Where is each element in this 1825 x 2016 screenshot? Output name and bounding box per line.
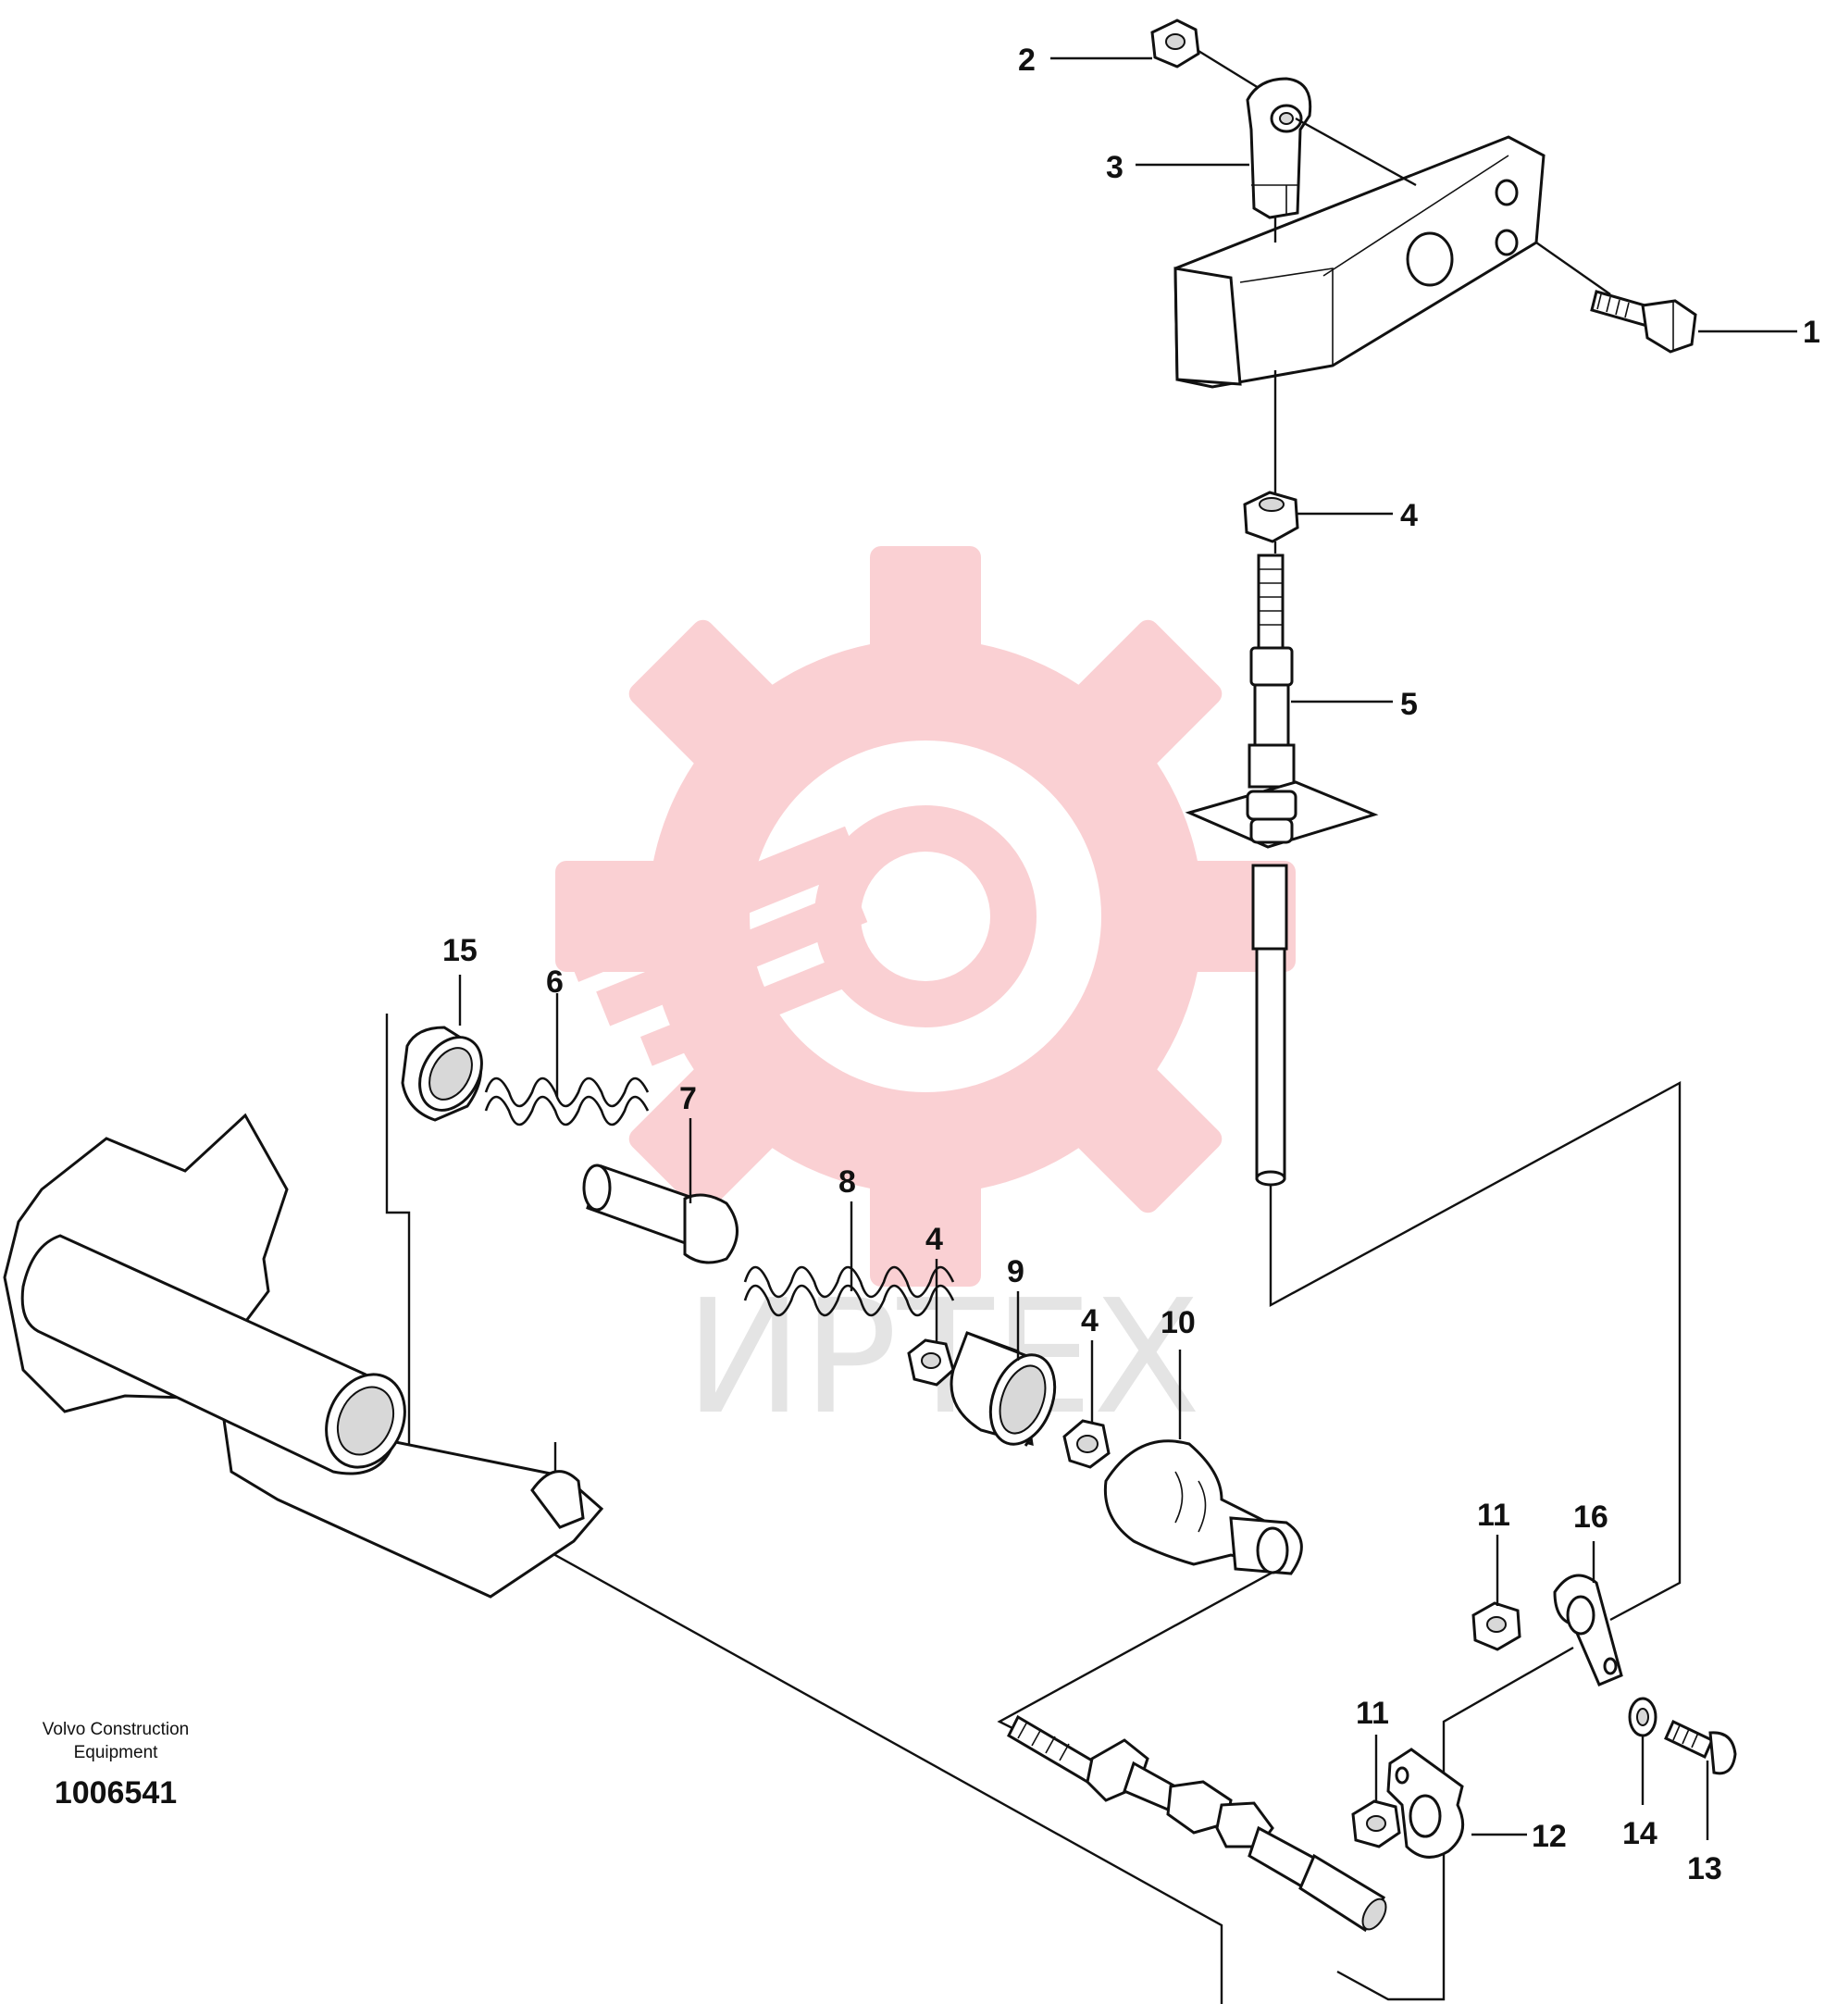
callout-9: 9 <box>1007 1254 1024 1289</box>
part-8-spring <box>743 1265 955 1317</box>
callouts: 1 2 3 4 5 15 6 7 8 4 9 4 10 11 16 11 12 … <box>442 43 1820 1886</box>
part-9-sleeve <box>950 1331 1057 1447</box>
company-name-line2: Equipment <box>73 1743 158 1762</box>
part-4-nut-upper <box>1243 491 1299 543</box>
callout-8: 8 <box>838 1164 856 1200</box>
part-2-nut <box>1150 19 1200 68</box>
callout-14: 14 <box>1622 1816 1657 1851</box>
part-11-nut-lower <box>1351 1799 1401 1848</box>
part-7-piston <box>582 1164 739 1264</box>
callout-5: 5 <box>1400 687 1418 722</box>
callout-11-lower: 11 <box>1356 1696 1389 1731</box>
callout-12: 12 <box>1532 1819 1567 1854</box>
figure-number: 1006541 <box>54 1775 178 1811</box>
callout-4-middle: 4 <box>925 1222 943 1257</box>
part-16-clip <box>1553 1574 1623 1686</box>
callout-3: 3 <box>1106 150 1124 185</box>
callout-2: 2 <box>1018 43 1036 78</box>
callout-11-upper: 11 <box>1477 1498 1510 1533</box>
callout-7: 7 <box>679 1081 697 1116</box>
part-14-washer <box>1628 1697 1657 1737</box>
connection-lines <box>385 49 1682 2004</box>
part-1-bolt <box>1590 290 1697 354</box>
figure-footer: Volvo Construction Equipment 1006541 <box>19 1718 213 1811</box>
part-3-rod-end <box>1246 77 1312 219</box>
callout-15: 15 <box>442 933 478 968</box>
part-5-control-cable <box>1185 554 1379 1187</box>
part-15-bushing <box>401 1026 483 1122</box>
watermark-logo-icon <box>555 546 1296 1287</box>
part-10-housing <box>1103 1439 1303 1575</box>
callout-10: 10 <box>1161 1305 1196 1340</box>
part-4-nut-right <box>1062 1419 1111 1469</box>
callout-6: 6 <box>546 964 564 1000</box>
callout-16: 16 <box>1573 1500 1608 1535</box>
lever-bracket <box>1173 135 1546 389</box>
callout-4-right: 4 <box>1081 1303 1099 1338</box>
lower-control-cable <box>1007 1714 1387 1933</box>
company-name-line1: Volvo Construction <box>42 1720 190 1739</box>
callout-1: 1 <box>1803 315 1820 350</box>
valve-body <box>3 1113 604 1599</box>
part-13-screw <box>1664 1719 1737 1775</box>
part-6-spring <box>484 1076 650 1126</box>
callout-13: 13 <box>1687 1851 1722 1886</box>
callout-4-upper: 4 <box>1400 498 1418 533</box>
callout-leaders <box>458 56 1797 1840</box>
part-11-nut-upper <box>1471 1601 1521 1651</box>
part-12-clamp <box>1386 1748 1465 1859</box>
